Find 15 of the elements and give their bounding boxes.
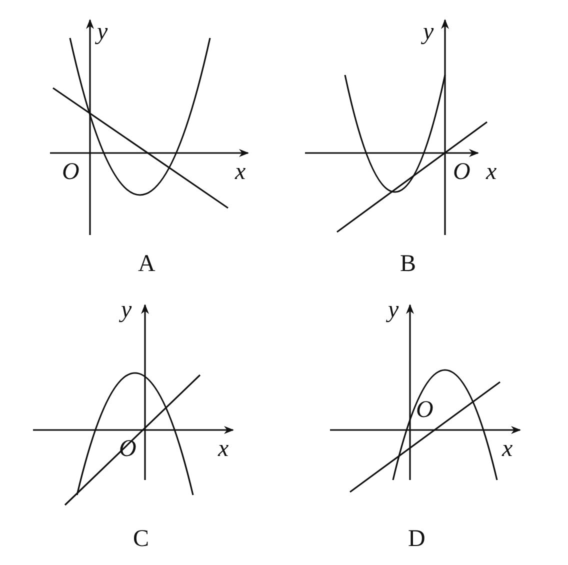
axis-label: y: [121, 298, 132, 322]
origin-label: O: [62, 160, 80, 184]
axis-label: y: [423, 20, 434, 44]
axis-label: x: [218, 437, 229, 461]
axis-label: y: [388, 298, 399, 322]
axis-label: x: [235, 160, 246, 184]
origin-label: O: [416, 398, 434, 422]
option-label: A: [138, 252, 156, 276]
option-label: B: [400, 252, 416, 276]
origin-label: O: [453, 160, 470, 184]
axis-label: y: [97, 20, 108, 44]
option-label: D: [408, 527, 426, 551]
option-label: C: [133, 527, 150, 551]
axis-label: x: [486, 160, 497, 184]
axis-label: x: [502, 437, 513, 461]
